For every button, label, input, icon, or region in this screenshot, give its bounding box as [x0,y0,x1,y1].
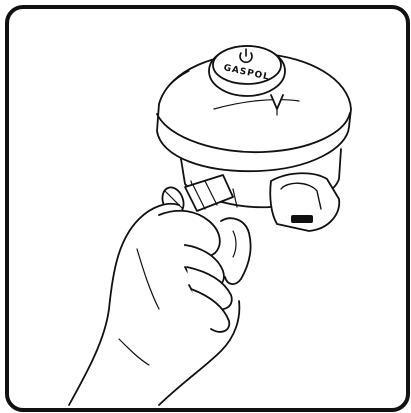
illustration-frame: GASPOL [5,5,410,412]
regulator-lever [270,173,339,231]
regulator-illustration: GASPOL [9,9,406,408]
regulator-cap: GASPOL [209,46,285,96]
hand-illustration [69,204,251,405]
